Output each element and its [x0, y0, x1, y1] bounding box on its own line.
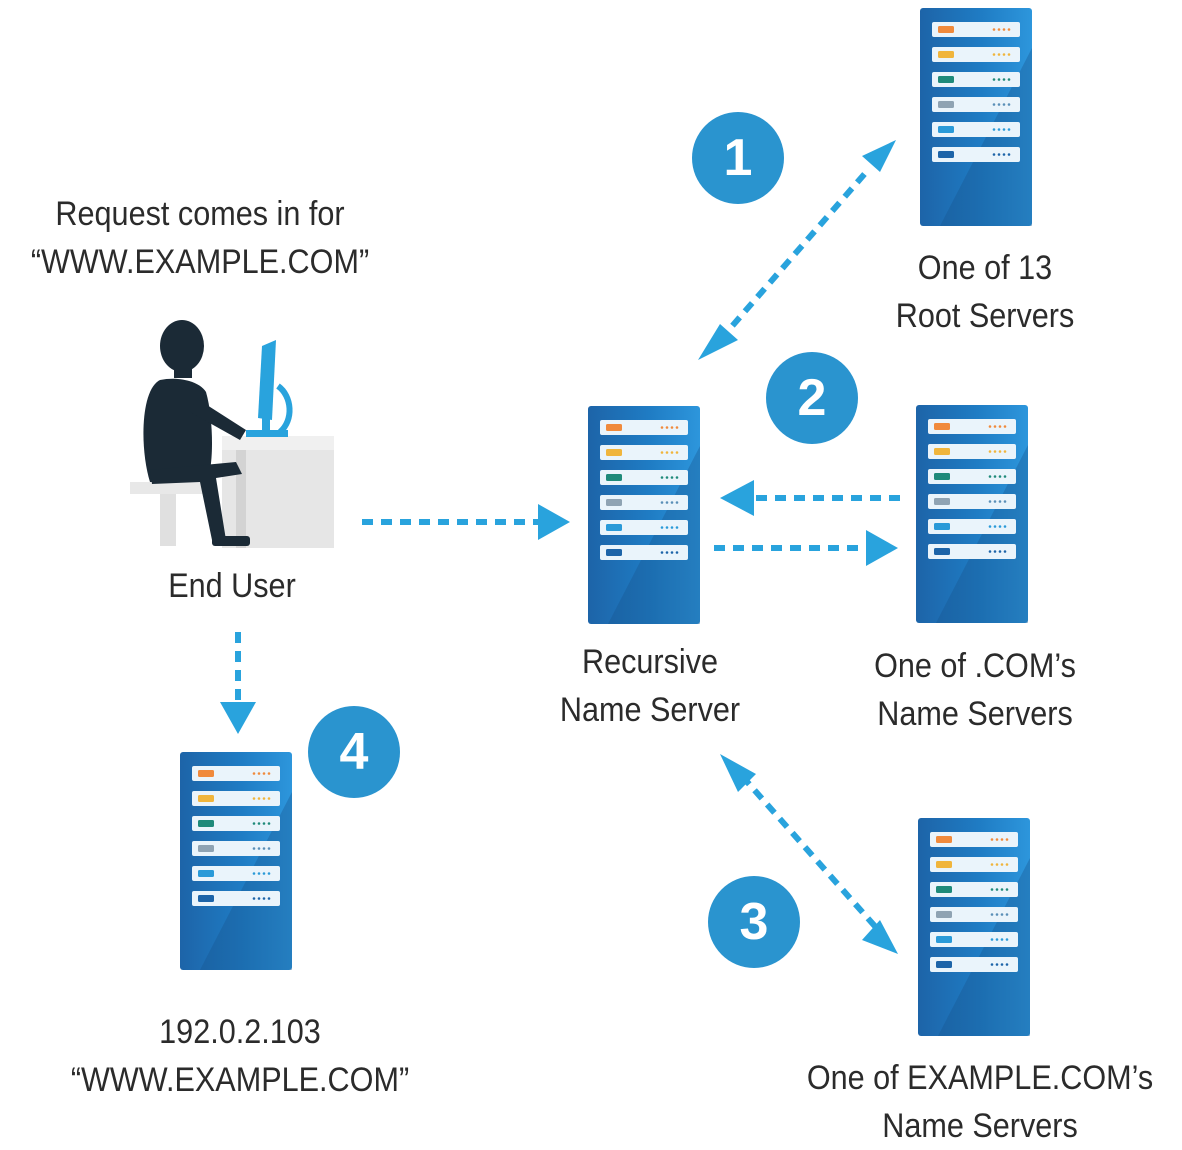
arrowhead-to-com: [866, 530, 898, 566]
step-1-badge: 1: [692, 112, 784, 204]
arrow-heads: [220, 140, 898, 954]
example-com-server-icon: [918, 818, 1030, 1036]
example-com-servers-line1: One of EXAMPLE.COM’s: [806, 1059, 1154, 1097]
arrowhead-root-down: [698, 324, 738, 360]
arrowhead-example-down: [862, 920, 898, 954]
result-ip: 192.0.2.103: [159, 1013, 321, 1051]
root-servers-line2: Root Servers: [895, 297, 1075, 335]
result-domain: “WWW.EXAMPLE.COM”: [70, 1061, 410, 1099]
arrowhead-to-result: [220, 702, 256, 734]
example-com-servers-line2: Name Servers: [882, 1107, 1078, 1145]
com-server-icon: [916, 405, 1028, 623]
step-4-badge: 4: [308, 706, 400, 798]
com-servers-line1: One of .COM’s: [874, 647, 1076, 685]
request-caption-line2: “WWW.EXAMPLE.COM”: [30, 243, 370, 281]
arrowhead-com-to-recursive: [720, 480, 754, 516]
step-2-badge: 2: [766, 352, 858, 444]
recursive-server-label: Recursive Name Server: [533, 638, 767, 734]
result-label: 192.0.2.103 “WWW.EXAMPLE.COM”: [60, 1008, 420, 1104]
end-user-icon: [130, 320, 334, 548]
root-servers-label: One of 13 Root Servers: [873, 244, 1098, 340]
end-user-label: End User: [168, 567, 296, 605]
arrowhead-example-up: [720, 754, 756, 792]
arrowhead-root-up: [862, 140, 896, 172]
recursive-server-line2: Name Server: [559, 691, 741, 729]
result-server-icon: [180, 752, 292, 970]
step-3-badge: 3: [708, 876, 800, 968]
recursive-server-line1: Recursive: [581, 643, 719, 681]
root-servers-line1: One of 13: [917, 249, 1053, 287]
recursive-server-icon: [588, 406, 700, 624]
example-com-servers-label: One of EXAMPLE.COM’s Name Servers: [800, 1054, 1160, 1150]
root-server-icon: [920, 8, 1032, 226]
com-servers-line2: Name Servers: [877, 695, 1073, 733]
request-caption: Request comes in for “WWW.EXAMPLE.COM”: [20, 190, 380, 286]
request-caption-line1: Request comes in for: [55, 195, 345, 233]
com-servers-label: One of .COM’s Name Servers: [854, 642, 1097, 738]
arrow-example-link: [739, 774, 883, 934]
arrowhead-to-recursive: [538, 504, 570, 540]
connector-lines: [235, 168, 900, 934]
